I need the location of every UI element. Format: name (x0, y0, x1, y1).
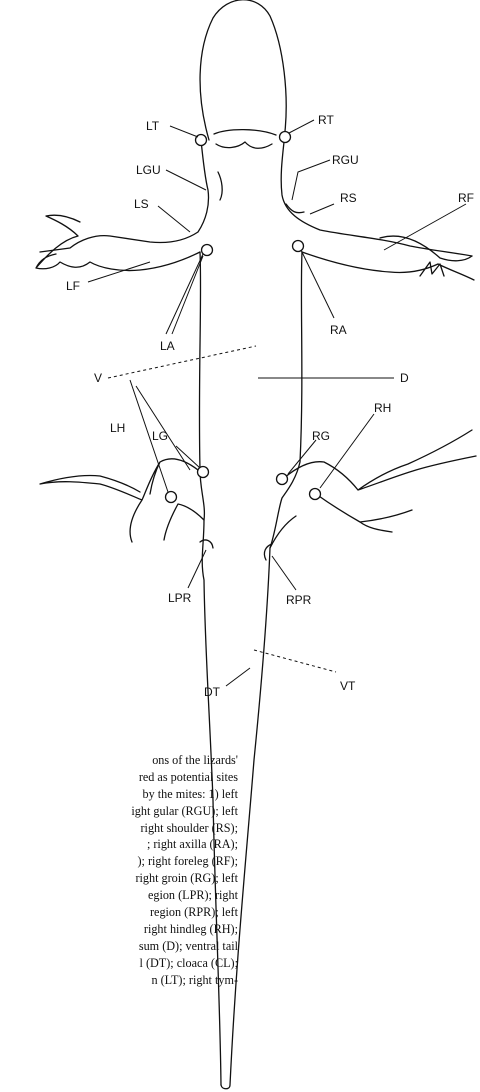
right-hindleg-site (310, 489, 321, 500)
label-DT: DT (204, 685, 221, 699)
right-gular-mark (286, 204, 304, 213)
caption-line: sum (D); ventral tail (0, 938, 238, 955)
left-hindleg-site (166, 492, 177, 503)
head-scale-mark (214, 130, 276, 149)
left-axilla-site (202, 245, 213, 256)
caption-line: n (LT); right tym- (0, 972, 238, 989)
caption-line: region (RPR); left (0, 904, 238, 921)
caption-line: right groin (RG); left (0, 870, 238, 887)
label-V: V (94, 371, 102, 385)
label-RS: RS (340, 191, 357, 205)
caption-line: ons of the lizards' (0, 752, 238, 769)
label-RA: RA (330, 323, 347, 337)
left-pelvic-mark (200, 540, 213, 548)
right-tympanum-site (280, 132, 291, 143)
label-LF: LF (66, 279, 80, 293)
left-groin-site (198, 467, 209, 478)
label-LPR: LPR (168, 591, 192, 605)
left-hindleg-outline (40, 459, 204, 542)
caption-line: right shoulder (RS); (0, 820, 238, 837)
left-gular-mark (218, 172, 222, 200)
right-groin-site (277, 474, 288, 485)
caption-line: egion (LPR); right (0, 887, 238, 904)
caption-line: ); right foreleg (RF); (0, 853, 238, 870)
label-RT: RT (318, 113, 334, 127)
left-foreleg-outline (36, 215, 200, 270)
label-VT: VT (340, 679, 356, 693)
label-RF: RF (458, 191, 474, 205)
head-outline (200, 0, 286, 140)
figure-caption: ons of the lizards' red as potential sit… (0, 752, 238, 988)
caption-line: right hindleg (RH); (0, 921, 238, 938)
caption-line: ight gular (RGU); left (0, 803, 238, 820)
label-LA: LA (160, 339, 175, 353)
label-LS: LS (134, 197, 149, 211)
label-LH: LH (110, 421, 125, 435)
label-RPR: RPR (286, 593, 312, 607)
label-LG: LG (152, 429, 168, 443)
label-RH: RH (374, 401, 391, 415)
right-axilla-site (293, 241, 304, 252)
caption-line: by the mites: 1) left (0, 786, 238, 803)
label-LT: LT (146, 119, 160, 133)
caption-line: red as potential sites (0, 769, 238, 786)
caption-line: l (DT); cloaca (CL); (0, 955, 238, 972)
caption-line: ; right axilla (RA); (0, 836, 238, 853)
right-foreleg-outline (302, 236, 474, 280)
label-RGU: RGU (332, 153, 359, 167)
label-LGU: LGU (136, 163, 161, 177)
label-D: D (400, 371, 409, 385)
label-RG: RG (312, 429, 330, 443)
body-right-outline (221, 142, 472, 1089)
